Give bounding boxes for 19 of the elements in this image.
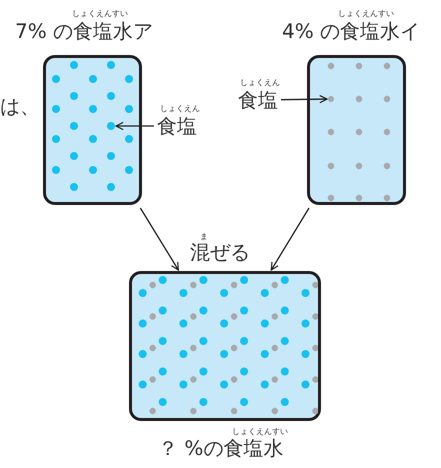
leader-arrow [281,94,328,104]
solution-title: 7% の食塩水ア [15,21,154,41]
callout-label: 食塩 [238,90,278,110]
step-label: 混ぜる [190,242,250,262]
furigana: しょくえん [240,79,280,87]
furigana: しょくえんすい [338,10,394,18]
furigana: しょくえんすい [72,10,128,18]
solution-title: 4% の食塩水イ [282,21,420,41]
furigana: しょくえんすい [232,428,288,436]
callout-label: 食塩 [157,116,197,136]
arrow [270,208,310,271]
arrow [140,208,179,271]
leader-arrow [115,122,154,130]
salt-dot [328,96,334,102]
salt-dot [107,122,115,130]
solution-title: ？ %の食塩水 [158,438,284,458]
furigana: ま [200,233,208,241]
text-fragment: は、 [0,96,40,116]
furigana: しょくえん [160,105,200,113]
